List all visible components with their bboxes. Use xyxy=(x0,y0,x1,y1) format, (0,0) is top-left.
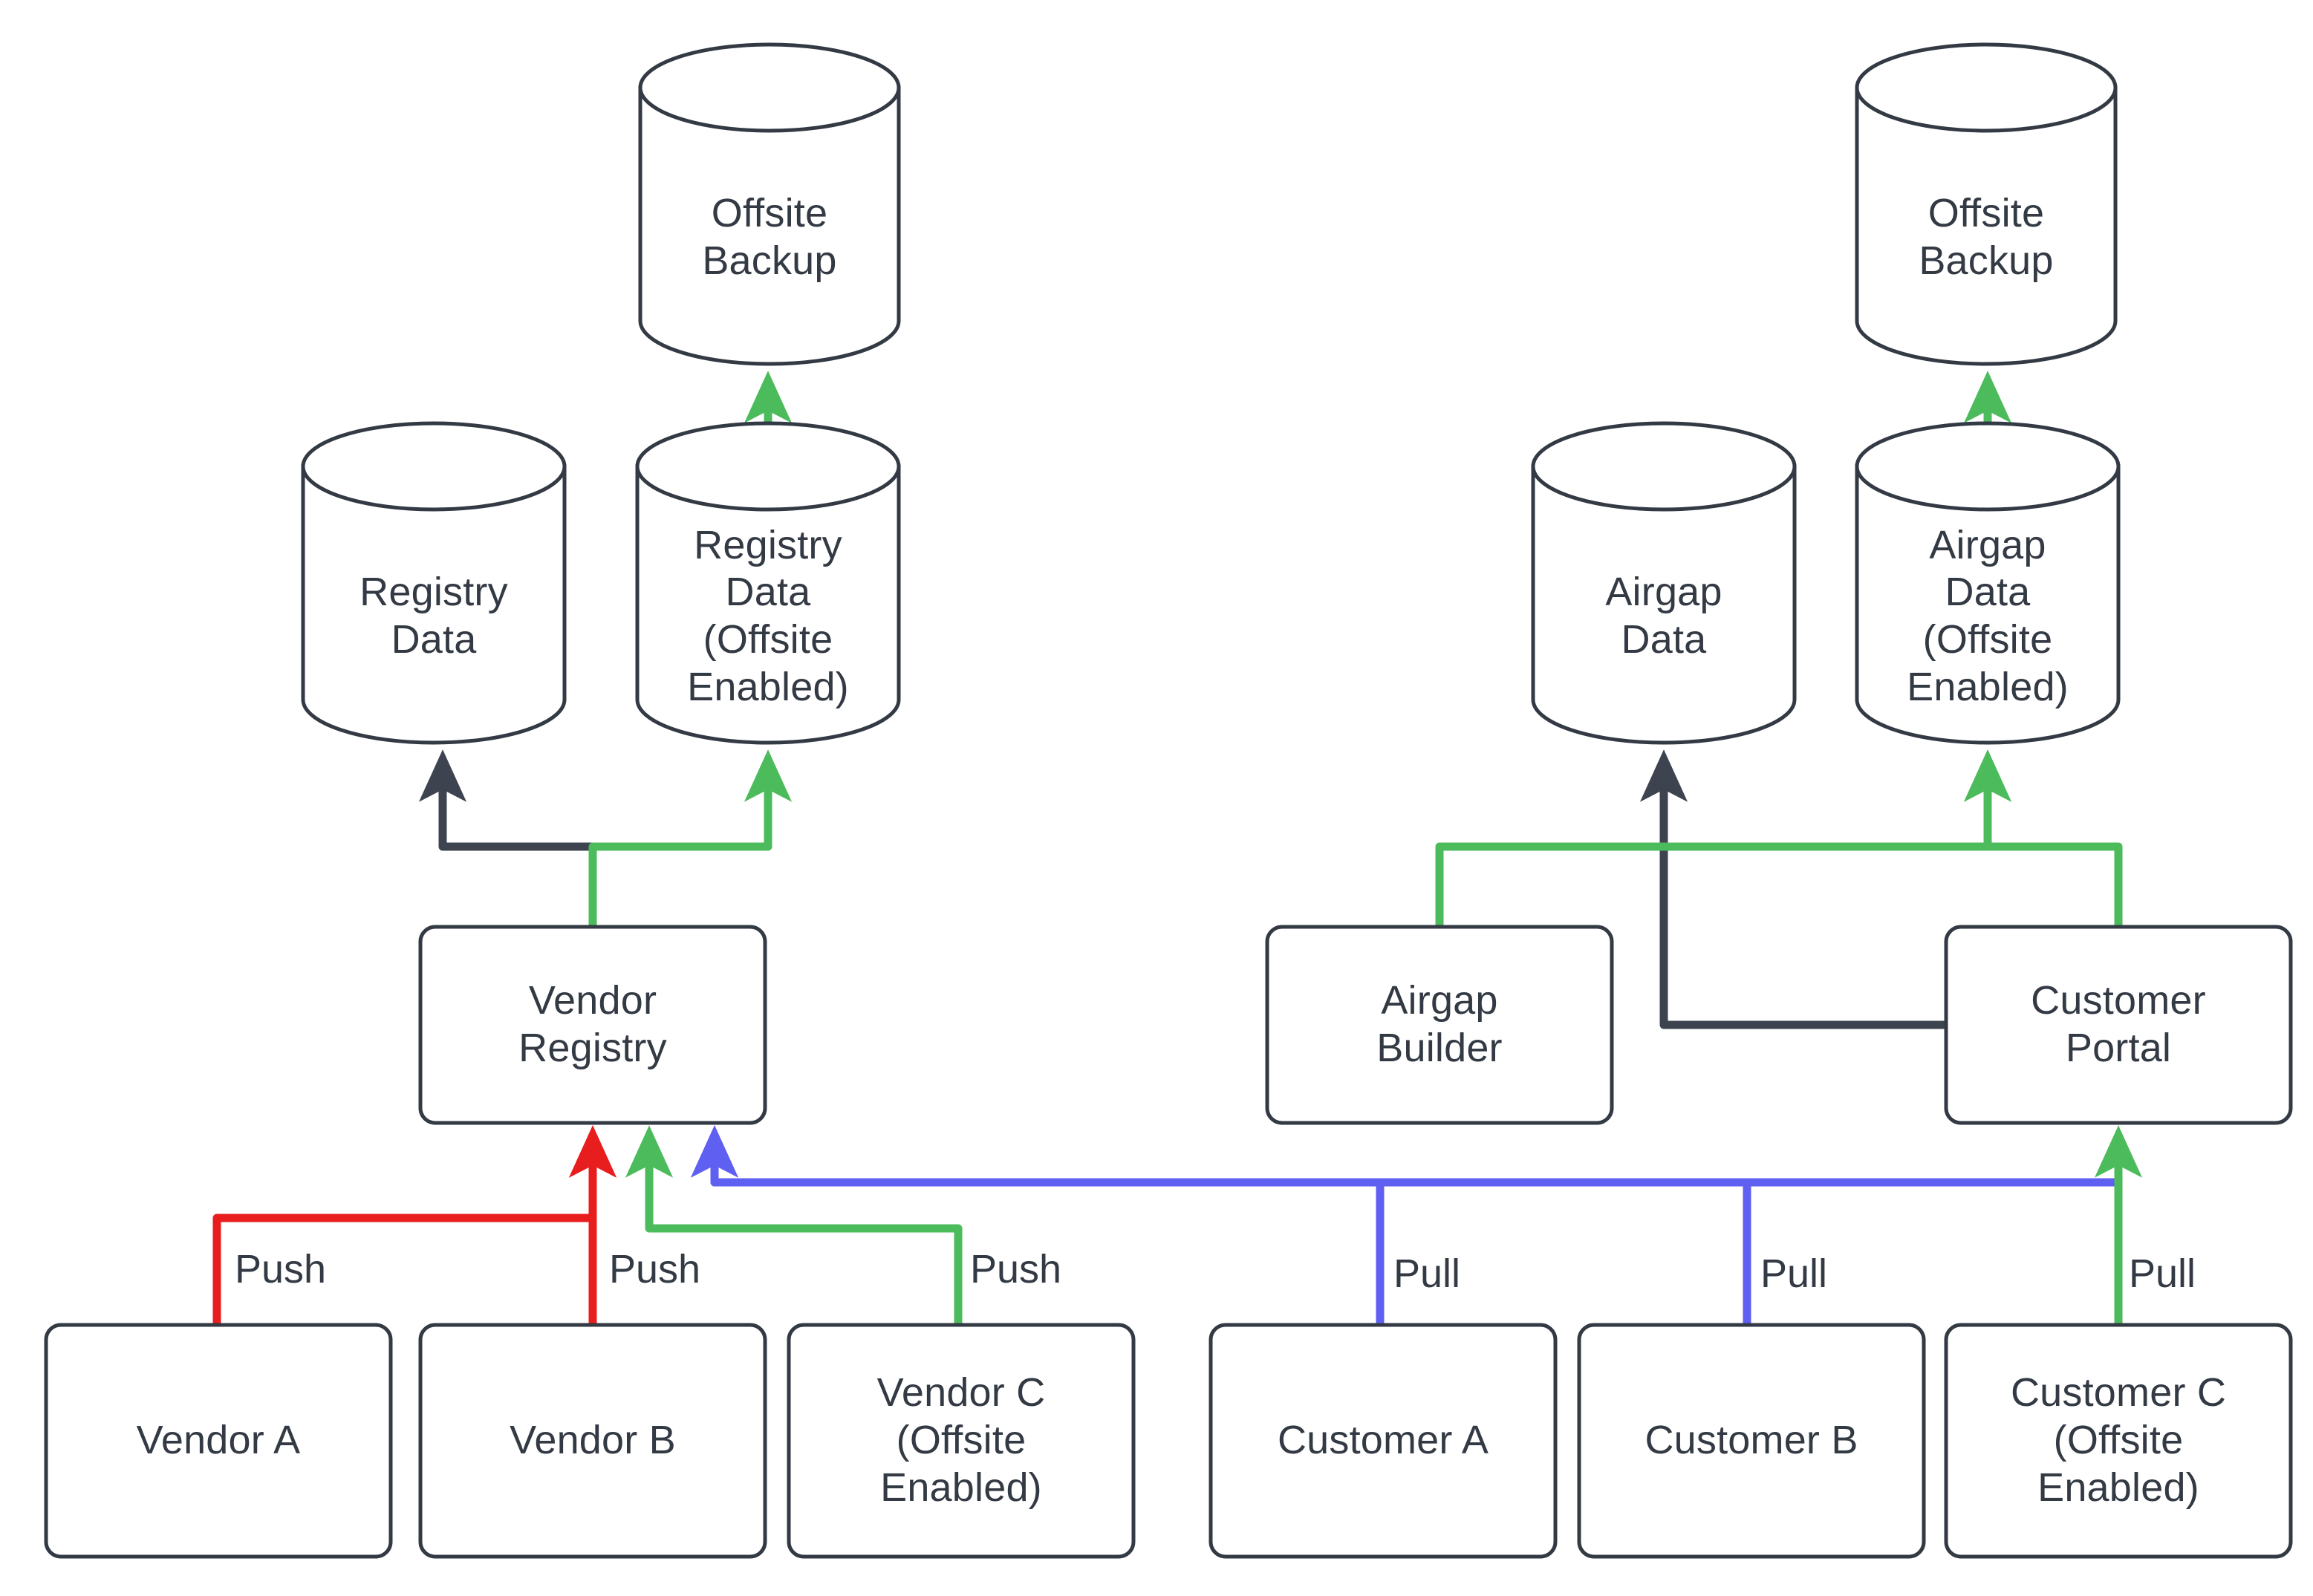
node-airgap-data-offsite-shape[interactable] xyxy=(1855,421,2121,745)
node-customer-portal-shape[interactable] xyxy=(1944,925,2293,1125)
node-vendor-b-shape[interactable] xyxy=(418,1323,767,1559)
edge-vendor-registry-to-registry-data xyxy=(418,749,597,927)
node-customer-b-shape[interactable] xyxy=(1577,1323,1926,1559)
node-offsite-backup-right-shape[interactable] xyxy=(1855,42,2118,366)
edge-airgap-builder-to-airgap-offsite xyxy=(1435,749,2012,927)
node-customer-c-shape[interactable] xyxy=(1944,1323,2293,1559)
node-airgap-data-shape[interactable] xyxy=(1531,421,1797,745)
edge-vendor-registry-to-registry-offsite xyxy=(588,749,793,927)
edge-vendor-a-push xyxy=(212,1125,617,1325)
edge-vendor-c-push xyxy=(625,1125,963,1325)
node-registry-data-shape[interactable] xyxy=(301,421,567,745)
node-offsite-backup-left-shape[interactable] xyxy=(638,42,901,366)
node-customer-a-shape[interactable] xyxy=(1208,1323,1558,1559)
node-vendor-a-shape[interactable] xyxy=(44,1323,393,1559)
node-airgap-builder-shape[interactable] xyxy=(1265,925,1614,1125)
node-vendor-c-shape[interactable] xyxy=(787,1323,1136,1559)
node-vendor-registry-shape[interactable] xyxy=(418,925,767,1125)
node-registry-data-offsite-shape[interactable] xyxy=(635,421,901,745)
edge-customer-portal-to-airgap-data xyxy=(1639,749,1946,1029)
edge-customer-portal-to-airgap-offsite xyxy=(1963,749,2123,927)
